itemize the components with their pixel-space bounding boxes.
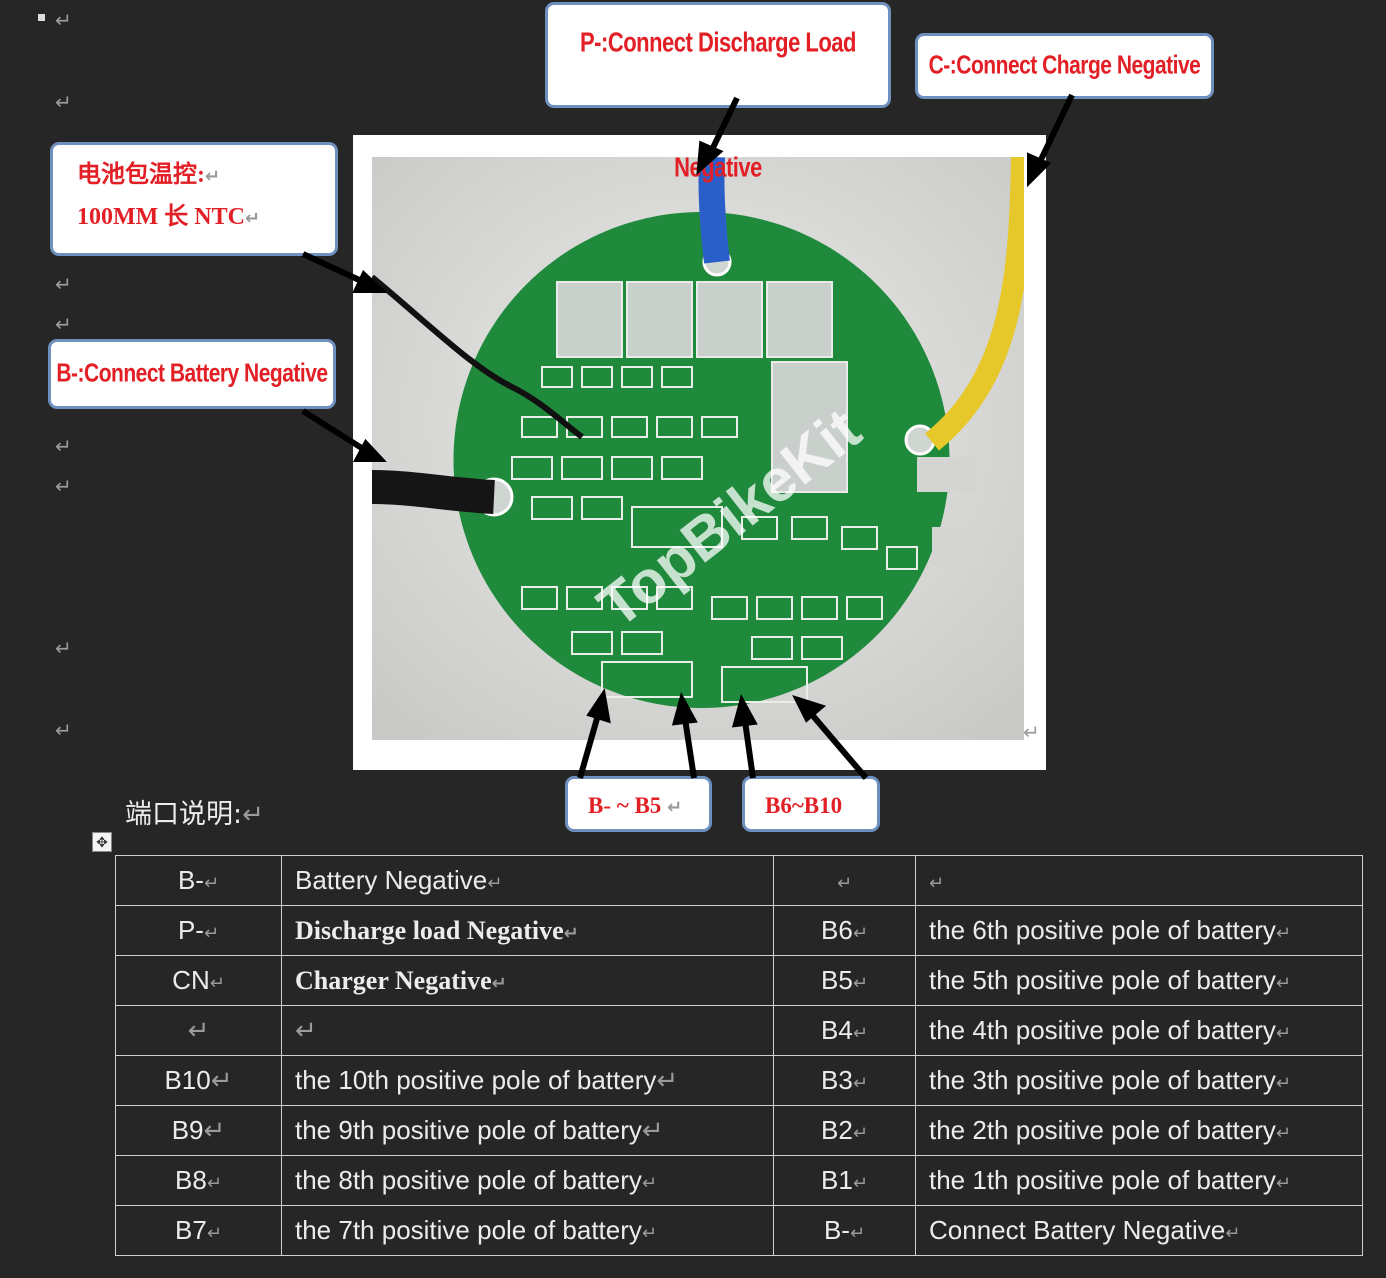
table-cell: B5↵ [773,955,916,1006]
callout-c-minus-text: C-:Connect Charge Negative [928,51,1201,80]
table-cell: B1↵ [773,1155,916,1206]
table-row: CN↵ Charger Negative↵ B5↵ the 5th positi… [115,955,1363,1006]
table-cell: the 2th positive pole of battery↵ [915,1105,1363,1156]
table-cell: CN↵ [115,955,282,1006]
table-cell: B4↵ [773,1005,916,1056]
table-cell: B2↵ [773,1105,916,1156]
callout-ntc-line1: 电池包温控:↵ [77,162,221,188]
callout-p-minus-text: P-:Connect Discharge Load Negative [580,26,856,183]
black-wire [372,470,495,514]
table-row: B8↵ the 8th positive pole of battery↵ B1… [115,1155,1363,1206]
callout-b-minus: B-:Connect Battery Negative [48,339,336,409]
arrow-b-minus [301,408,370,455]
table-row: B7↵ the 7th positive pole of battery↵ B-… [115,1205,1363,1256]
arrow-head [352,269,388,293]
callout-b-range-2: B6~B10 [742,776,880,832]
callout-b-minus-text: B-:Connect Battery Negative [56,359,328,388]
paragraph-mark: ↵ [55,718,72,742]
port-description-title: 端口说明:↵ [125,799,264,830]
port-table: B-↵ Battery Negative↵ ↵ ↵ P-↵ Discharge … [115,855,1363,1256]
table-cell: P-↵ [115,905,282,956]
table-cell: the 4th positive pole of battery↵ [915,1005,1363,1056]
table-cell: B10↵ [115,1055,282,1106]
table-row: B10↵ the 10th positive pole of battery↵ … [115,1055,1363,1106]
table-row: B-↵ Battery Negative↵ ↵ ↵ [115,855,1363,906]
yellow-wire [924,157,1024,451]
table-cell: Connect Battery Negative↵ [915,1205,1363,1256]
arrow-head [696,140,724,176]
arrow-head [671,692,698,726]
arrow-head [731,694,758,728]
table-cell: the 1th positive pole of battery↵ [915,1155,1363,1206]
table-cell: the 10th positive pole of battery↵ [281,1055,774,1106]
table-cell: ↵ [915,855,1363,906]
table-cell: B-↵ [115,855,282,906]
arrow-head [792,694,827,723]
paragraph-mark: ↵ [55,474,72,498]
arrow-c-minus [1034,93,1075,170]
list-bullet [38,14,45,21]
callout-ntc-line2: 100MM 长 NTC↵ [77,204,261,230]
table-cell: B8↵ [115,1155,282,1206]
ntc-wire [372,274,584,440]
blue-wire [698,157,730,264]
paragraph-mark: ↵ [1023,720,1040,744]
table-cell: the 8th positive pole of battery↵ [281,1155,774,1206]
paragraph-mark: ↵ [55,90,72,114]
table-cell: ↵ [281,1005,774,1056]
paragraph-mark: ↵ [55,434,72,458]
table-cell: Discharge load Negative↵ [281,905,774,956]
paragraph-mark: ↵ [55,8,72,32]
arrow-b-range-1a [577,707,603,779]
paragraph-mark: ↵ [55,272,72,296]
table-cell: the 6th positive pole of battery↵ [915,905,1363,956]
callout-c-minus: C-:Connect Charge Negative [915,33,1214,99]
paragraph-mark: ↵ [55,312,72,336]
table-cell: the 9th positive pole of battery↵ [281,1105,774,1156]
table-cell: the 7th positive pole of battery↵ [281,1205,774,1256]
table-cell: B6↵ [773,905,916,956]
table-move-handle-icon[interactable]: ✥ [92,832,112,852]
table-cell: B3↵ [773,1055,916,1106]
table-cell: B9↵ [115,1105,282,1156]
arrow-head [1027,152,1052,188]
table-row: P-↵ Discharge load Negative↵ B6↵ the 6th… [115,905,1363,956]
table-cell: ↵ [773,855,916,906]
paragraph-mark: ↵ [55,636,72,660]
bms-board-illustration: TopBikeKit [372,157,1024,740]
pcb-photo: TopBikeKit [372,157,1024,740]
table-cell: the 3th positive pole of battery↵ [915,1055,1363,1106]
table-cell: B-↵ [773,1205,916,1256]
arrow-head [586,688,611,724]
table-cell: Battery Negative↵ [281,855,774,906]
table-row: ↵ ↵ B4↵ the 4th positive pole of battery… [115,1005,1363,1056]
table-row: B9↵ the 9th positive pole of battery↵ B2… [115,1105,1363,1156]
callout-p-minus: P-:Connect Discharge Load Negative [545,2,891,183]
table-cell: B7↵ [115,1205,282,1256]
callout-ntc: 电池包温控:↵ 100MM 长 NTC↵ [50,142,338,256]
table-cell: Charger Negative↵ [281,955,774,1006]
arrow-ntc [301,251,370,287]
table-cell: ↵ [115,1005,282,1056]
table-cell: the 5th positive pole of battery↵ [915,955,1363,1006]
arrow-b-range-2b [805,708,869,780]
arrow-head [353,438,387,462]
callout-b-range-1: B- ~ B5 ↵ [565,776,712,832]
